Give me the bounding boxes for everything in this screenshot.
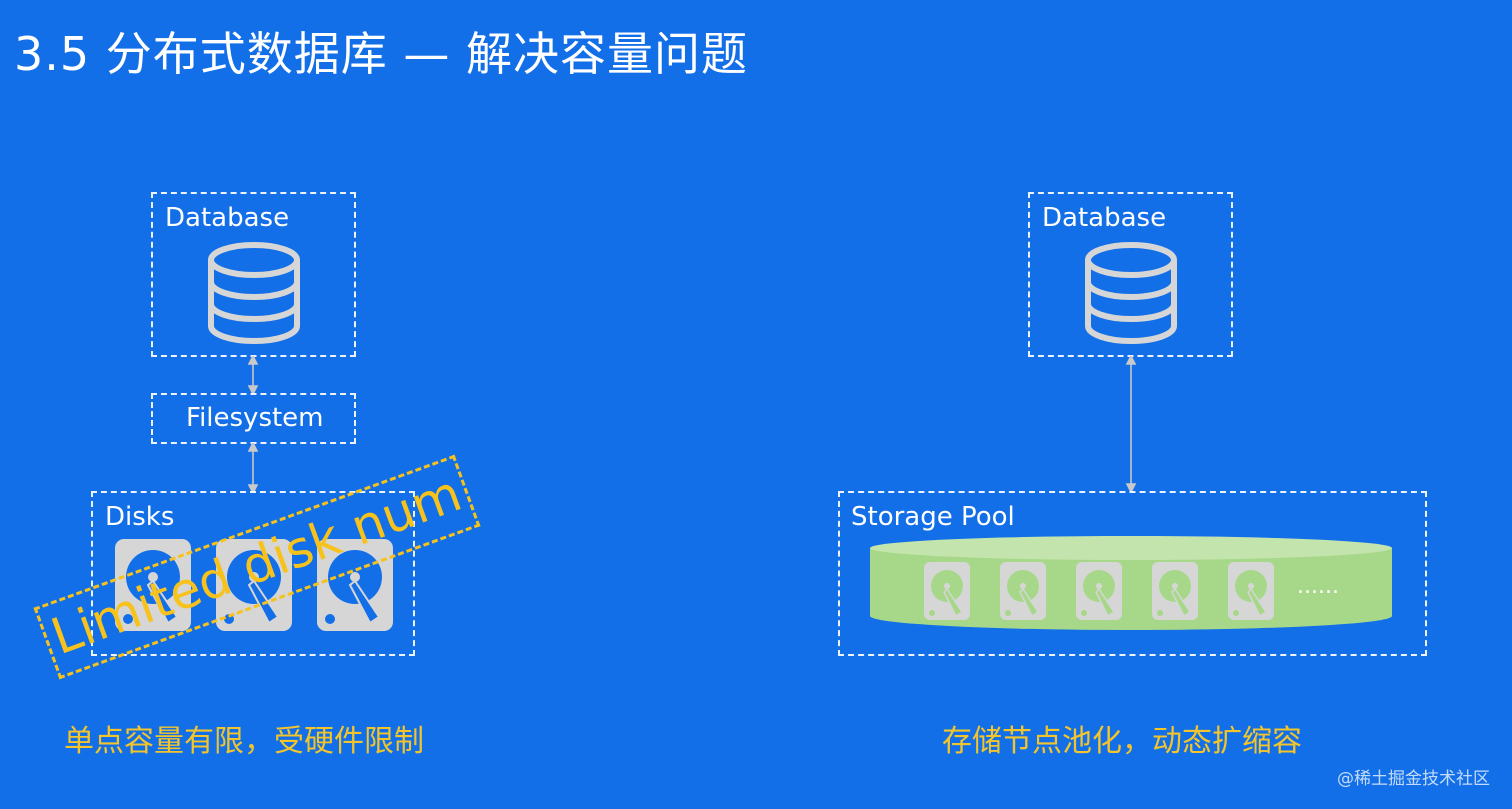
left-caption: 单点容量有限，受硬件限制: [64, 724, 424, 759]
storage-pool-label: Storage Pool: [851, 502, 1015, 532]
filesystem-label: Filesystem: [186, 403, 324, 433]
hard-disk-icon: [317, 539, 393, 631]
right-db-pool-connector: [1125, 356, 1137, 492]
slide-title: 3.5 分布式数据库 — 解决容量问题: [14, 27, 749, 81]
database-icon: [1085, 242, 1177, 344]
disks-label: Disks: [105, 502, 175, 532]
hard-disk-icon: [1076, 562, 1122, 620]
database-icon: [208, 242, 300, 344]
left-db-fs-connector: [247, 356, 259, 394]
disks-box: [91, 491, 415, 656]
left-fs-disks-connector: [247, 443, 259, 493]
right-database-label: Database: [1042, 203, 1167, 233]
hard-disk-icon: [216, 539, 292, 631]
hard-disk-icon: [115, 539, 191, 631]
hard-disk-icon: [1228, 562, 1274, 620]
storage-pool-box: [838, 491, 1427, 656]
hard-disk-icon: [1000, 562, 1046, 620]
left-database-label: Database: [165, 203, 290, 233]
right-caption: 存储节点池化，动态扩缩容: [942, 724, 1302, 759]
hard-disk-icon: [1152, 562, 1198, 620]
pool-ellipsis: ......: [1297, 574, 1339, 599]
hard-disk-icon: [924, 562, 970, 620]
watermark: @稀土掘金技术社区: [1337, 769, 1490, 789]
